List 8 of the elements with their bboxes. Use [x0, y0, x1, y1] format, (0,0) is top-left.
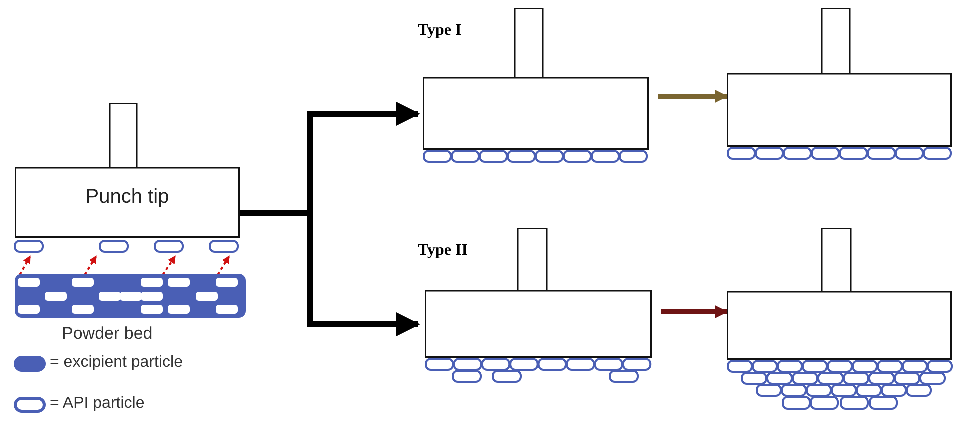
type-heading: Type II — [418, 242, 468, 260]
legend-label: = excipient particle — [50, 354, 183, 372]
type-heading: Type I — [418, 22, 462, 40]
bed-label: Powder bed — [62, 324, 153, 344]
arrow — [661, 306, 728, 318]
legend-label: = API particle — [50, 395, 145, 413]
punch-label: Punch tip — [84, 186, 170, 209]
arrow — [658, 90, 728, 103]
